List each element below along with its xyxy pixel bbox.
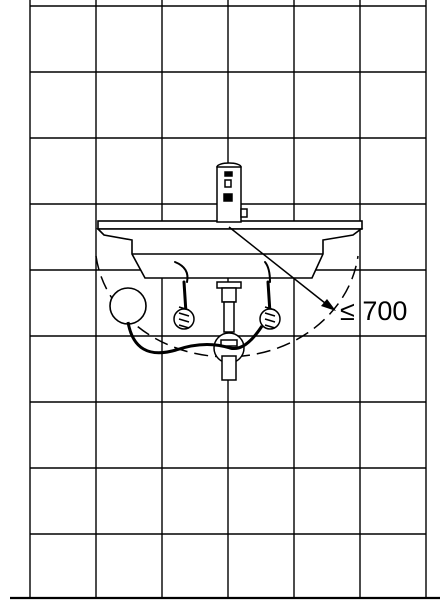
control-box (109, 287, 147, 325)
waste-trap (213, 281, 245, 381)
sink-basin (96, 220, 364, 279)
sensor-faucet (216, 162, 248, 223)
dimension-arrow (228, 226, 336, 311)
dimension-label: ≤ 700 (340, 296, 408, 326)
angle-valves (173, 306, 281, 330)
power-cable (126, 321, 264, 355)
